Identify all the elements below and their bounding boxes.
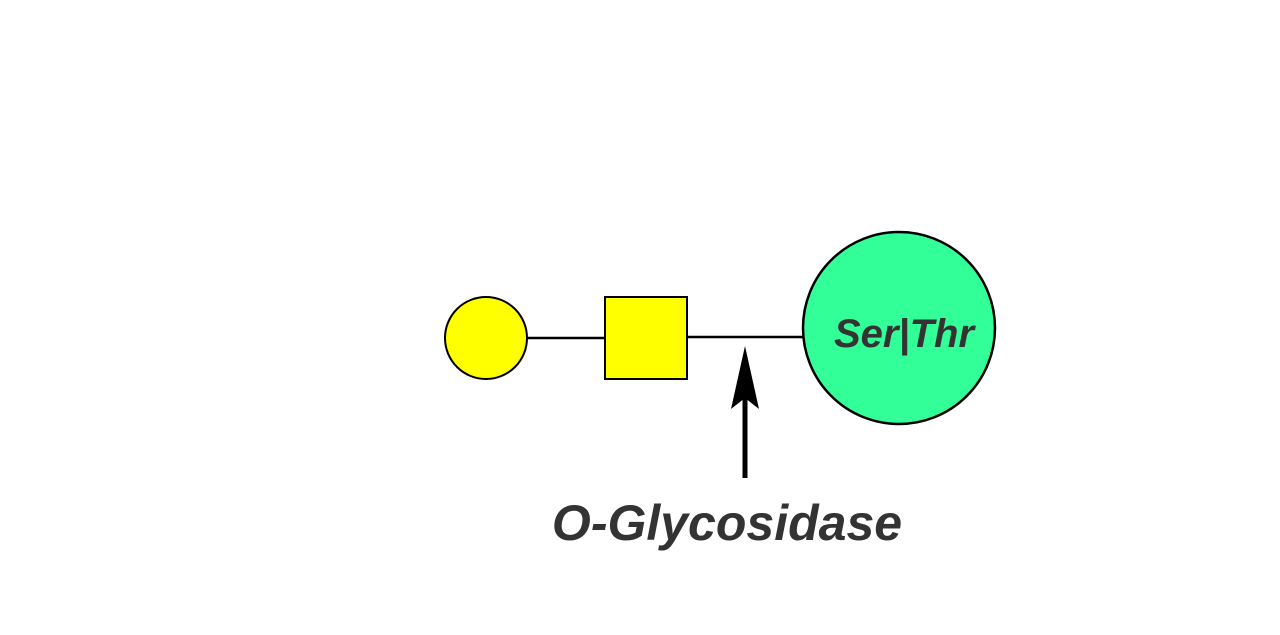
galnac-square bbox=[604, 296, 688, 380]
cleavage-arrow-head bbox=[731, 346, 759, 409]
ser-thr-label: Ser|Thr bbox=[834, 312, 977, 356]
enzyme-label: O-Glycosidase bbox=[552, 495, 902, 551]
ser-thr-circle bbox=[801, 230, 997, 426]
galactose-circle bbox=[444, 296, 528, 380]
